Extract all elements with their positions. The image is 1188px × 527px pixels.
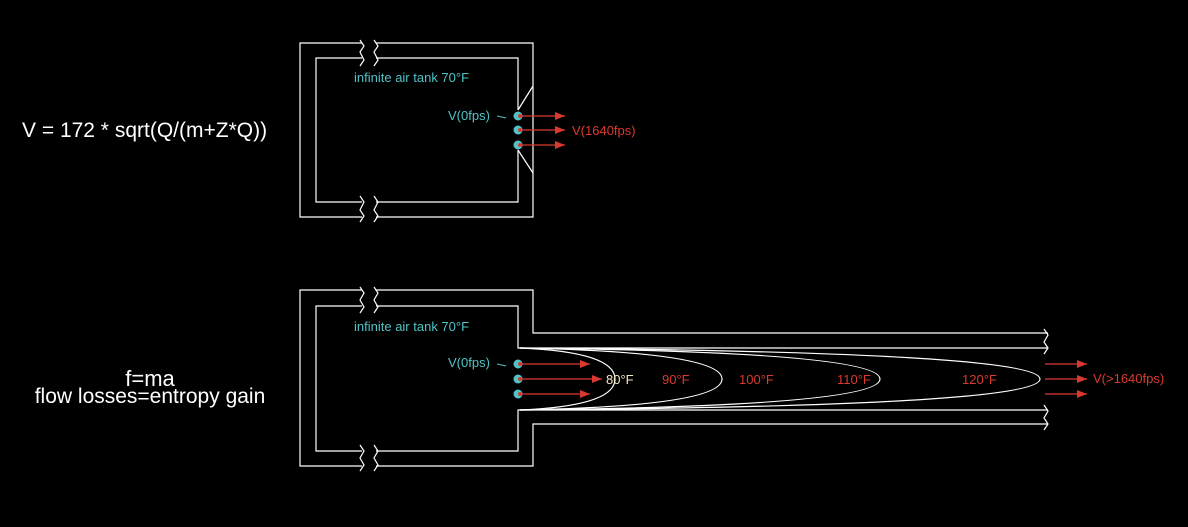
bottom-break-left-bottom: [359, 444, 365, 472]
pipe-break-bottom: [1043, 404, 1049, 431]
top-tank-inner-wall-right: [376, 57, 519, 110]
bottom-tank-inner-wall-right-bottom: [376, 409, 1048, 452]
top-break-left-top: [359, 39, 365, 67]
top-particle-core-3: [518, 143, 522, 147]
zone-front-90: [519, 347, 723, 411]
top-outlet-velocity: V(1640fps): [572, 123, 636, 138]
bottom-particle-core-3: [518, 392, 522, 396]
force-formula: f=ma: [125, 366, 175, 391]
zone-front-80: [519, 347, 616, 411]
top-tank-label: infinite air tank 70°F: [354, 70, 469, 85]
bottom-tank-outer-wall: [299, 289, 362, 467]
bottom-break-right-bottom: [373, 444, 379, 472]
top-inlet-velocity: V(0fps): [448, 108, 490, 123]
bottom-tank: infinite air tank 70°F V(0fps) 80°F 90°F…: [299, 286, 1164, 472]
bottom-tank-outer-wall-right-bottom: [376, 423, 1048, 467]
top-break-right-top: [373, 39, 379, 67]
zone-front-110: [519, 347, 881, 411]
bottom-tank-inner-wall-right-top: [376, 305, 1048, 349]
bottom-tank-label: infinite air tank 70°F: [354, 319, 469, 334]
zone-label-90: 90°F: [662, 372, 690, 387]
zone-front-120: [519, 347, 1041, 411]
bottom-break-left-top: [359, 286, 365, 314]
top-particle-core-1: [518, 114, 522, 118]
zone-label-100: 100°F: [739, 372, 774, 387]
top-nozzle-lower: [517, 149, 534, 174]
top-nozzle-upper: [517, 85, 534, 111]
bottom-inlet-velocity: V(0fps): [448, 355, 490, 370]
bottom-tank-inner-wall: [315, 305, 362, 452]
bottom-outlet-velocity: V(>1640fps): [1093, 371, 1164, 386]
zone-label-80: 80°F: [606, 372, 634, 387]
losses-formula: flow losses=entropy gain: [35, 385, 266, 408]
velocity-formula: V = 172 * sqrt(Q/(m+Z*Q)): [22, 119, 267, 142]
top-tank-inner-wall-lower: [376, 150, 519, 203]
top-particle-core-2: [518, 128, 522, 132]
top-break-left-bottom: [359, 195, 365, 223]
bottom-leader-line: [496, 363, 507, 367]
top-break-right-bottom: [373, 195, 379, 223]
bottom-particle-core-1: [518, 362, 522, 366]
pipe-break-top: [1043, 328, 1049, 355]
bottom-break-right-top: [373, 286, 379, 314]
top-tank-outer-wall: [299, 42, 362, 218]
top-leader-line: [496, 115, 507, 119]
top-tank: infinite air tank 70°F V(0fps) V(1640fps…: [299, 39, 636, 223]
top-tank-inner-wall: [315, 57, 362, 203]
zone-label-110: 110°F: [837, 372, 871, 387]
bottom-particle-core-2: [518, 377, 522, 381]
bottom-tank-outer-wall-right-top: [376, 289, 1048, 334]
zone-label-120: 120°F: [962, 372, 997, 387]
